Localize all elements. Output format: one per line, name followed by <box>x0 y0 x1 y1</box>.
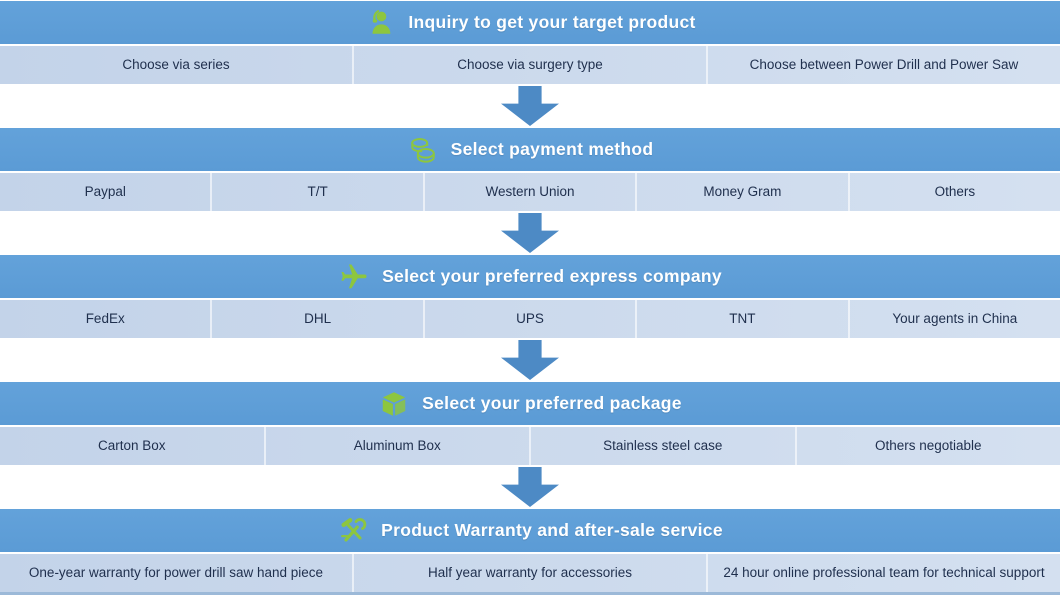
option-cell: Stainless steel case <box>529 427 795 465</box>
option-cell: Half year warranty for accessories <box>352 554 706 592</box>
down-arrow-shape <box>501 340 559 380</box>
option-cell: Others negotiable <box>794 427 1060 465</box>
option-cell: T/T <box>210 173 422 211</box>
step-payment: Select payment method Paypal T/T Western… <box>0 128 1060 211</box>
option-cell: 24 hour online professional team for tec… <box>706 554 1060 592</box>
step-header: Select payment method <box>0 128 1060 171</box>
down-arrow-shape <box>501 86 559 126</box>
option-cell: One-year warranty for power drill saw ha… <box>28 565 324 581</box>
step-express: Select your preferred express company Fe… <box>0 255 1060 338</box>
airplane-icon <box>338 261 370 293</box>
down-arrow-shape <box>501 467 559 507</box>
option-cell: DHL <box>210 300 422 338</box>
step-header: Inquiry to get your target product <box>0 1 1060 44</box>
option-cell: FedEx <box>85 311 125 327</box>
step-inquiry: Inquiry to get your target product Choos… <box>0 1 1060 84</box>
support-agent-icon <box>364 7 396 39</box>
step-title: Product Warranty and after-sale service <box>381 520 723 540</box>
step-options: FedEx DHL UPS TNT Your agents in China <box>0 298 1060 338</box>
step-header: Select your preferred express company <box>0 255 1060 298</box>
down-arrow <box>0 465 1060 509</box>
step-header: Select your preferred package <box>0 382 1060 425</box>
step-warranty: Product Warranty and after-sale service … <box>0 509 1060 592</box>
option-cell: Others <box>847 173 1060 211</box>
step-package: Select your preferred package Carton Box… <box>0 382 1060 465</box>
option-cell: Money Gram <box>635 173 847 211</box>
option-cell: Choose between Power Drill and Power Saw <box>706 46 1060 84</box>
step-options: Carton Box Aluminum Box Stainless steel … <box>0 425 1060 465</box>
option-cell: UPS <box>422 300 635 338</box>
bottom-edge-line <box>0 592 1060 595</box>
down-arrow-shape <box>501 213 559 253</box>
down-arrow <box>0 84 1060 128</box>
step-header: Product Warranty and after-sale service <box>0 509 1060 552</box>
option-cell: Aluminum Box <box>263 427 530 465</box>
step-options: One-year warranty for power drill saw ha… <box>0 552 1060 592</box>
step-title: Select payment method <box>450 139 654 159</box>
down-arrow <box>0 211 1060 255</box>
down-arrow <box>0 338 1060 382</box>
option-cell: Choose via surgery type <box>352 46 706 84</box>
option-cell: Carton Box <box>97 438 166 454</box>
option-cell: Your agents in China <box>847 300 1060 338</box>
option-cell: Choose via series <box>122 57 230 73</box>
coins-icon <box>407 134 439 166</box>
crossed-tools-icon <box>337 515 369 547</box>
step-options: Paypal T/T Western Union Money Gram Othe… <box>0 171 1060 211</box>
option-cell: Paypal <box>84 184 126 200</box>
step-options: Choose via series Choose via surgery typ… <box>0 44 1060 84</box>
package-box-icon <box>378 388 410 420</box>
step-title: Inquiry to get your target product <box>408 12 696 32</box>
step-title: Select your preferred package <box>422 393 682 413</box>
option-cell: Western Union <box>422 173 635 211</box>
option-cell: TNT <box>635 300 847 338</box>
step-title: Select your preferred express company <box>382 266 722 286</box>
